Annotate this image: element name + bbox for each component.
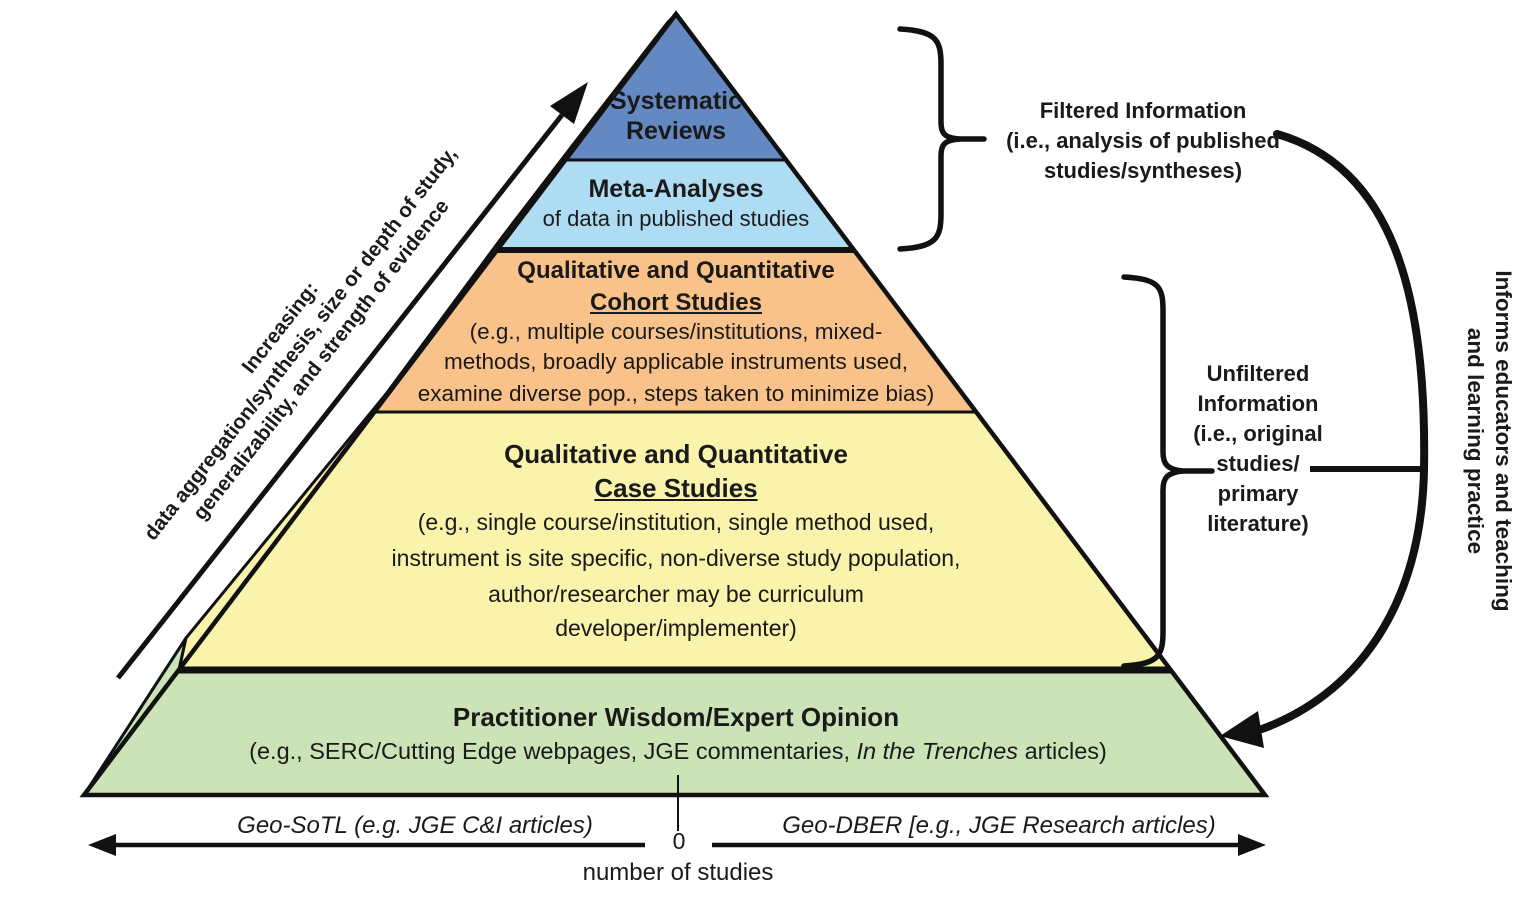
unfiltered-line2: Information — [1197, 391, 1319, 416]
informs-practice-label: Informs educators and teaching and learn… — [1461, 201, 1517, 681]
case-detail-line2: instrument is site specific, non-diverse… — [391, 545, 961, 571]
unfiltered-line5: primary — [1217, 481, 1299, 506]
informs-line2: and learning practice — [1463, 327, 1488, 555]
case-detail-line4: developer/implementer) — [555, 615, 797, 641]
axis-caption: number of studies — [582, 859, 774, 886]
increasing-arrow-head — [550, 82, 588, 124]
x-axis — [88, 775, 1266, 856]
level-subtitle-meta: of data in published studies — [542, 206, 810, 231]
axis-arrow-left — [88, 834, 116, 856]
unfiltered-line3: (i.e., original — [1193, 421, 1323, 446]
informs-arc-arrow — [1220, 130, 1429, 748]
practitioner-detail-suffix: articles) — [1018, 738, 1107, 764]
practitioner-detail-italic: In the Trenches — [856, 738, 1019, 764]
pyramid-border — [79, 10, 1270, 798]
level-title-cohort: Qualitative and Quantitative — [517, 257, 835, 284]
pyramid-outlines — [79, 10, 1270, 798]
increasing-arrow-shaft — [116, 113, 564, 680]
case-detail-line1: (e.g., single course/institution, single… — [417, 509, 935, 535]
informs-line1: Informs educators and teaching — [1491, 270, 1516, 612]
unfiltered-line6: literature) — [1207, 511, 1309, 536]
increasing-arrow — [116, 82, 588, 680]
level-title-systematic: Systematic Reviews — [609, 87, 743, 145]
filtered-line3: studies/syntheses) — [1043, 158, 1243, 183]
unfiltered-info-label: Unfiltered Information (i.e., original s… — [1108, 359, 1408, 539]
cohort-detail-line1: (e.g., multiple courses/institutions, mi… — [469, 319, 883, 344]
filtered-line2: (i.e., analysis of published — [1006, 128, 1280, 153]
unfiltered-brace — [1121, 274, 1215, 669]
filtered-brace — [897, 26, 987, 252]
level-title2-cohort: Cohort Studies — [590, 289, 762, 316]
filtered-info-label: Filtered Information (i.e., analysis of … — [993, 96, 1293, 186]
unfiltered-line1: Unfiltered — [1206, 361, 1310, 386]
axis-right-label: Geo-DBER [e.g., JGE Research articles) — [782, 812, 1216, 839]
level-title-meta: Meta-Analyses — [588, 175, 764, 203]
cohort-detail-line3: examine diverse pop., steps taken to min… — [417, 381, 935, 406]
case-detail-line3: author/researcher may be curriculum — [488, 581, 864, 607]
axis-left-label: Geo-SoTL (e.g. JGE C&I articles) — [237, 812, 593, 839]
filtered-brace-path — [897, 26, 961, 252]
level-title2-case: Case Studies — [594, 473, 758, 503]
pyramid-bands — [82, 12, 1267, 797]
filtered-line1: Filtered Information — [1039, 98, 1247, 123]
practitioner-detail: (e.g., SERC/Cutting Edge webpages, JGE c… — [216, 737, 1140, 766]
axis-zero-label: 0 — [672, 828, 686, 854]
axis-arrow-right — [1238, 834, 1266, 856]
level-title-case: Qualitative and Quantitative — [504, 439, 848, 469]
informs-arrow-head — [1220, 711, 1264, 748]
unfiltered-line4: studies/ — [1216, 451, 1300, 476]
level-title-practitioner: Practitioner Wisdom/Expert Opinion — [452, 702, 900, 732]
cohort-detail-line2: methods, broadly applicable instruments … — [443, 349, 908, 374]
informs-arc — [1258, 130, 1429, 733]
practitioner-detail-prefix: (e.g., SERC/Cutting Edge webpages, JGE c… — [249, 738, 857, 764]
